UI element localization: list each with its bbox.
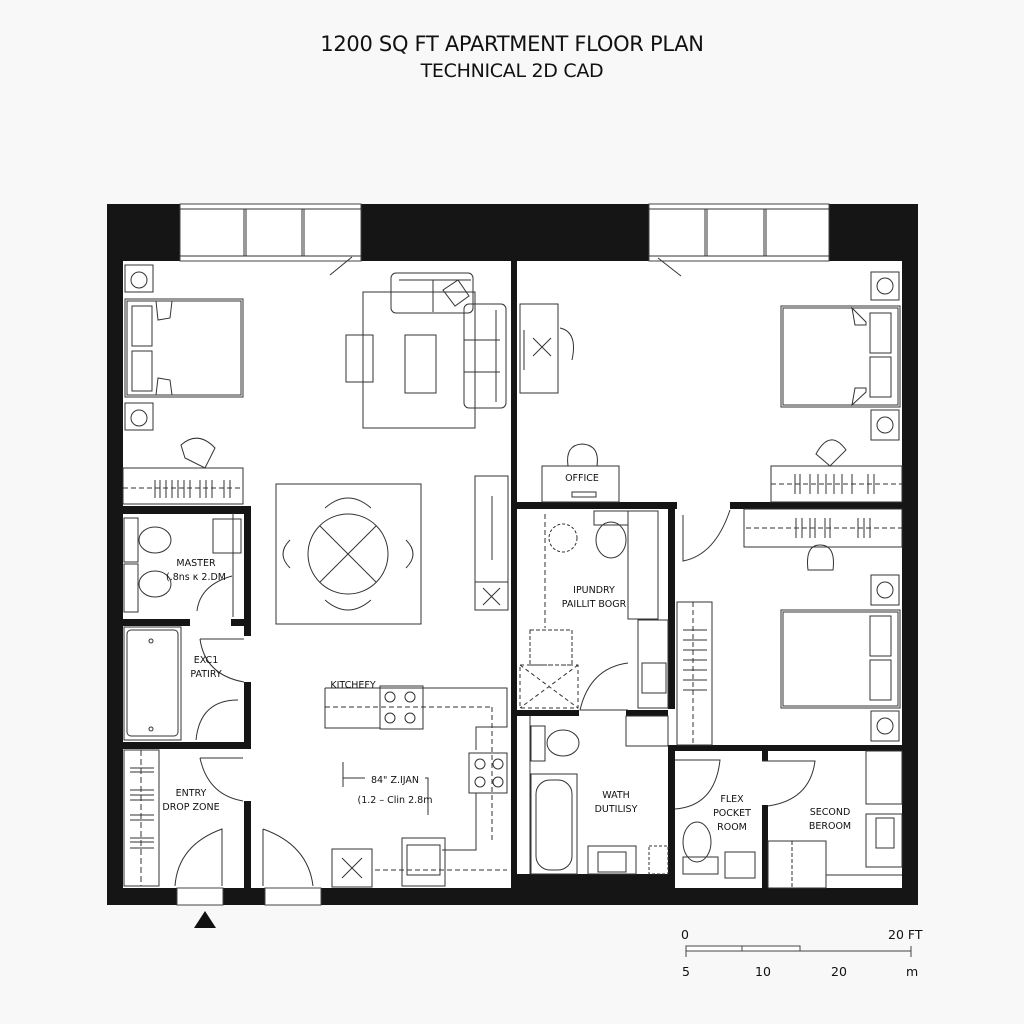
kitchen-dimension-note: 84" Z.IJAN(1.2 – Clin 2.8m — [357, 775, 433, 806]
scale-tick-5: 5 — [682, 964, 690, 979]
scale-tick-10: 10 — [755, 964, 771, 979]
master-bath-fixtures — [123, 513, 242, 617]
bedroom-right-lower-furniture — [676, 508, 903, 746]
bath-fixtures — [529, 715, 669, 875]
second-bedroom-fixtures — [767, 750, 903, 889]
flex-room-fixtures — [674, 759, 816, 879]
room-label-master-bath: MASTER(.8ns κ 2.DM — [166, 558, 226, 583]
scale-unit-m: m — [906, 964, 919, 979]
dining-furniture — [275, 475, 509, 625]
entry-fixtures — [123, 749, 314, 887]
window-top-left — [179, 203, 362, 276]
room-label-kitchen: KITCHEFY — [330, 680, 376, 691]
north-arrow-icon — [194, 911, 216, 928]
living-room-furniture — [345, 272, 507, 429]
scale-tick-20: 20 — [831, 964, 847, 979]
window-top-right — [648, 203, 830, 277]
office-furniture — [519, 303, 620, 503]
kitchen-fixtures — [324, 685, 508, 888]
plan-title: 1200 SQ FT APARTMENT FLOOR PLAN — [320, 32, 704, 56]
room-label-office: OFFICE — [565, 473, 599, 484]
entry-door-threshold-2 — [264, 887, 322, 906]
plan-subtitle: TECHNICAL 2D CAD — [420, 60, 604, 82]
pantry-fixtures — [123, 626, 245, 741]
scale-label-zero: 0 — [681, 927, 689, 942]
interior-walls — [123, 261, 902, 888]
laundry-fixtures — [519, 510, 669, 711]
bedroom-left-furniture — [122, 264, 244, 505]
title-block: 1200 SQ FT APARTMENT FLOOR PLAN TECHNICA… — [0, 30, 1024, 84]
entry-door-threshold-1 — [176, 887, 224, 906]
bedroom-right-furniture — [770, 271, 903, 503]
scale-label-20ft: 20 FT — [888, 927, 923, 942]
